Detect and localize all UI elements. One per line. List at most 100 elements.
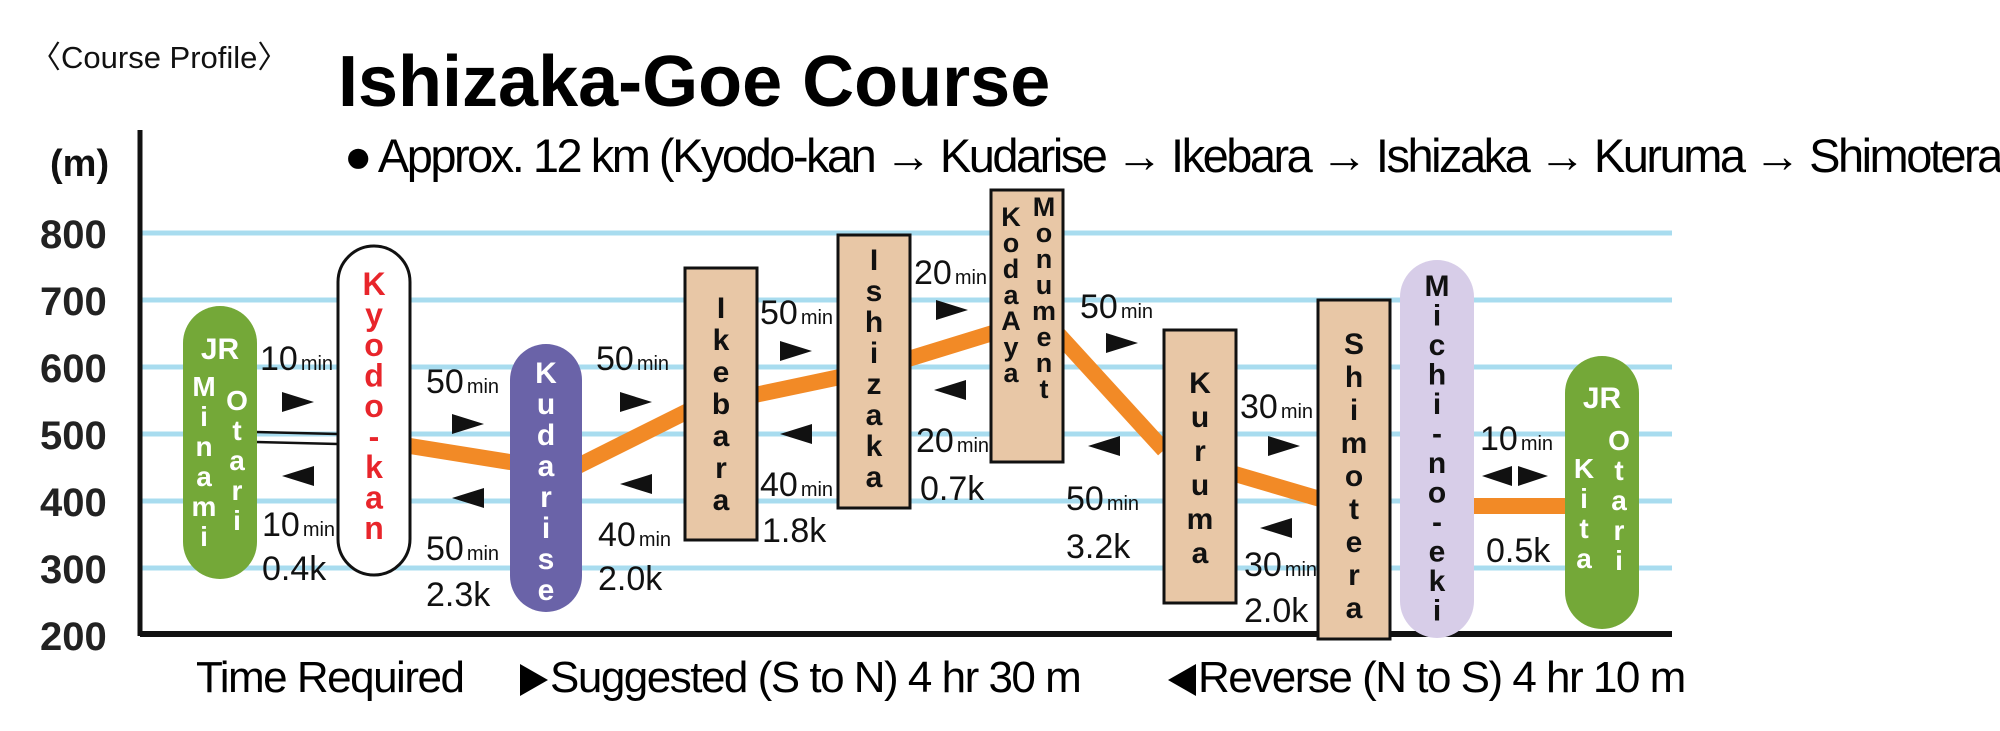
- vertical-char: i: [233, 505, 241, 536]
- vertical-char: r: [1194, 435, 1206, 468]
- vertical-char: M: [1425, 270, 1450, 303]
- segment-4-forward-arrow: [936, 300, 968, 320]
- vertical-char: a: [1003, 358, 1019, 388]
- route-summary: ● Approx. 12 km (Kyodo-kan → Kudarise → …: [344, 129, 2000, 182]
- segment-7-forward-arrow: [1518, 466, 1548, 486]
- segment-4-distance: 0.7k: [920, 470, 985, 508]
- vertical-char: o: [1036, 218, 1053, 248]
- vertical-char: o: [1003, 228, 1020, 258]
- vertical-char: K: [535, 357, 557, 390]
- vertical-char: r: [1614, 515, 1625, 546]
- vertical-char: n: [195, 431, 212, 462]
- y-tick-200: 200: [40, 615, 107, 659]
- stop-shimotera-label: Shimotera: [1341, 328, 1368, 625]
- segment-5-forward-arrow: [1106, 333, 1138, 353]
- vertical-char: a: [1003, 280, 1019, 310]
- vertical-char: a: [1346, 592, 1363, 625]
- segment-2-reverse-arrow: [620, 474, 652, 494]
- vertical-char: r: [232, 475, 243, 506]
- segment-1-forward-arrow: [452, 414, 484, 434]
- vertical-char: a: [229, 445, 245, 476]
- y-tick-500: 500: [40, 414, 107, 458]
- vertical-char: c: [1429, 329, 1446, 362]
- vertical-char: -: [369, 419, 380, 455]
- vertical-char: k: [713, 324, 730, 357]
- segment-3-reverse-arrow: [780, 424, 812, 444]
- vertical-char: h: [1428, 359, 1446, 392]
- vertical-char: a: [365, 480, 383, 516]
- stop-kudarise-label: Kudarise: [535, 357, 557, 607]
- segment-3-forward-arrow: [780, 341, 812, 361]
- segment-0-distance: 0.4k: [262, 550, 327, 588]
- y-tick-800: 800: [40, 213, 107, 257]
- segment-3-distance: 1.8k: [762, 512, 827, 550]
- vertical-char: d: [1003, 254, 1020, 284]
- vertical-char: a: [196, 461, 212, 492]
- vertical-char: a: [1576, 543, 1592, 574]
- segment-2-distance: 2.0k: [598, 560, 663, 598]
- vertical-char: A: [1001, 306, 1021, 336]
- vertical-char: u: [1191, 469, 1209, 502]
- vertical-char: i: [200, 521, 208, 552]
- route-profile-line: [408, 324, 1570, 514]
- vertical-char: -: [1432, 506, 1442, 539]
- vertical-char: e: [1346, 526, 1363, 559]
- vertical-char: z: [867, 368, 882, 401]
- vertical-char: i: [1433, 388, 1441, 421]
- segment-5-distance: 3.2k: [1066, 528, 1131, 566]
- suggested-time: Suggested (S to N) 4 hr 30 m: [550, 653, 1080, 702]
- vertical-char: h: [865, 306, 883, 339]
- stop-ishizaka-label: Ishizaka: [865, 244, 883, 494]
- vertical-char: a: [713, 420, 730, 453]
- vertical-char: n: [1428, 447, 1446, 480]
- vertical-char: d: [537, 419, 555, 452]
- vertical-char: t: [232, 415, 241, 446]
- route-segment-ikebara-ishizaka: [748, 369, 842, 404]
- vertical-char: a: [866, 399, 883, 432]
- vertical-char: o: [1345, 460, 1363, 493]
- y-tick-400: 400: [40, 481, 107, 525]
- vertical-char: i: [1580, 483, 1588, 514]
- vertical-char: e: [538, 574, 555, 607]
- vertical-char: S: [1344, 328, 1364, 361]
- vertical-char: M: [192, 371, 215, 402]
- vertical-char: s: [866, 275, 883, 308]
- vertical-char: b: [712, 388, 730, 421]
- segment-6-reverse-arrow: [1260, 518, 1292, 538]
- vertical-char: n: [1036, 244, 1053, 274]
- stop-jr-kita-otari-jr: JR: [1583, 382, 1622, 415]
- vertical-char: a: [713, 484, 730, 517]
- vertical-char: u: [1036, 270, 1053, 300]
- vertical-char: I: [870, 244, 878, 277]
- vertical-char: d: [364, 358, 384, 394]
- vertical-char: y: [365, 297, 383, 333]
- segment-1-distance: 2.3k: [426, 576, 491, 614]
- vertical-char: u: [537, 388, 555, 421]
- stop-ikebara: Ikebara: [683, 266, 759, 542]
- vertical-char: m: [192, 491, 217, 522]
- vertical-char: e: [1429, 536, 1446, 569]
- vertical-char: m: [1187, 503, 1214, 536]
